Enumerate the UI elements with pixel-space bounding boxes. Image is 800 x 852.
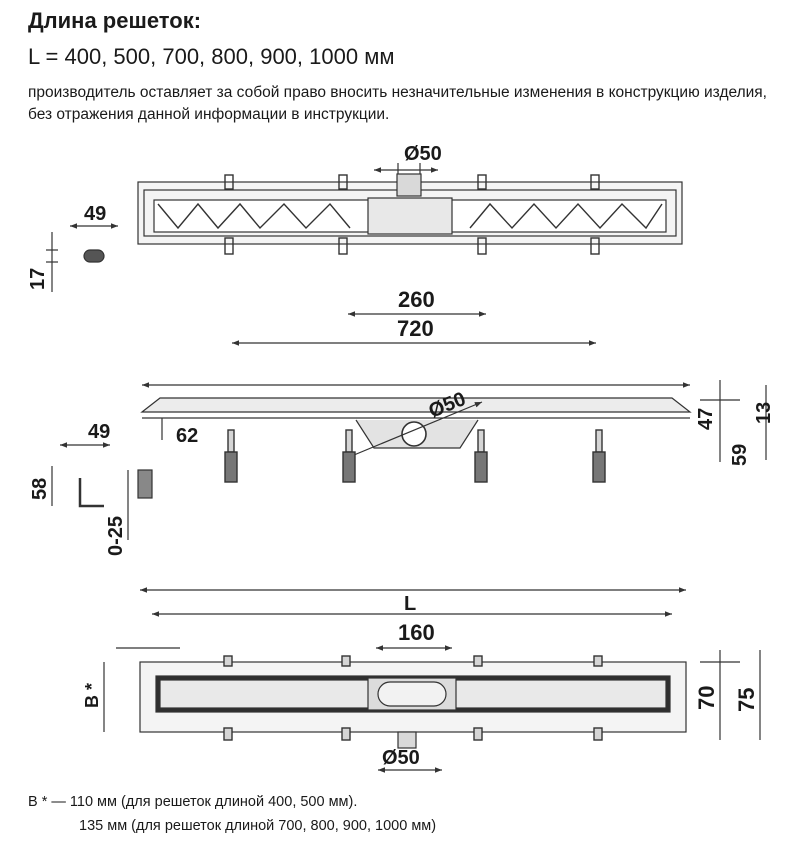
side-dim-0-25: 0-25 xyxy=(105,516,127,556)
side-dim-59: 59 xyxy=(729,444,751,466)
plan-view xyxy=(103,587,761,773)
side-view xyxy=(51,311,767,540)
side-dim-260: 260 xyxy=(398,287,435,312)
page-title: Длина решеток: xyxy=(28,8,202,33)
plan-dim-160: 160 xyxy=(398,620,435,645)
side-dim-720: 720 xyxy=(397,316,434,341)
side-dim-47: 47 xyxy=(695,408,717,430)
plan-dim-B: B * xyxy=(82,683,102,708)
top-dim-17: 17 xyxy=(27,268,49,290)
plan-dim-L: L xyxy=(404,593,416,615)
footer-line-1: B * — 110 мм (для решеток длиной 400, 50… xyxy=(28,794,358,810)
top-view xyxy=(46,163,683,292)
lengths-line: L = 400, 500, 700, 800, 900, 1000 мм xyxy=(28,44,395,69)
side-dim-13: 13 xyxy=(753,402,775,424)
plan-dim-70: 70 xyxy=(694,686,719,710)
plan-dim-75: 75 xyxy=(734,688,759,712)
footer-line-2: 135 мм (для решеток длиной 700, 800, 900… xyxy=(79,818,437,834)
plan-pipe-label: Ø50 xyxy=(382,747,420,769)
top-dim-49: 49 xyxy=(84,203,106,225)
top-pipe-label: Ø50 xyxy=(404,143,442,165)
side-dim-49: 49 xyxy=(88,421,110,443)
manufacturer-note: производитель оставляет за собой право в… xyxy=(28,84,767,123)
side-dim-58: 58 xyxy=(29,478,51,500)
side-dim-62: 62 xyxy=(176,425,198,447)
